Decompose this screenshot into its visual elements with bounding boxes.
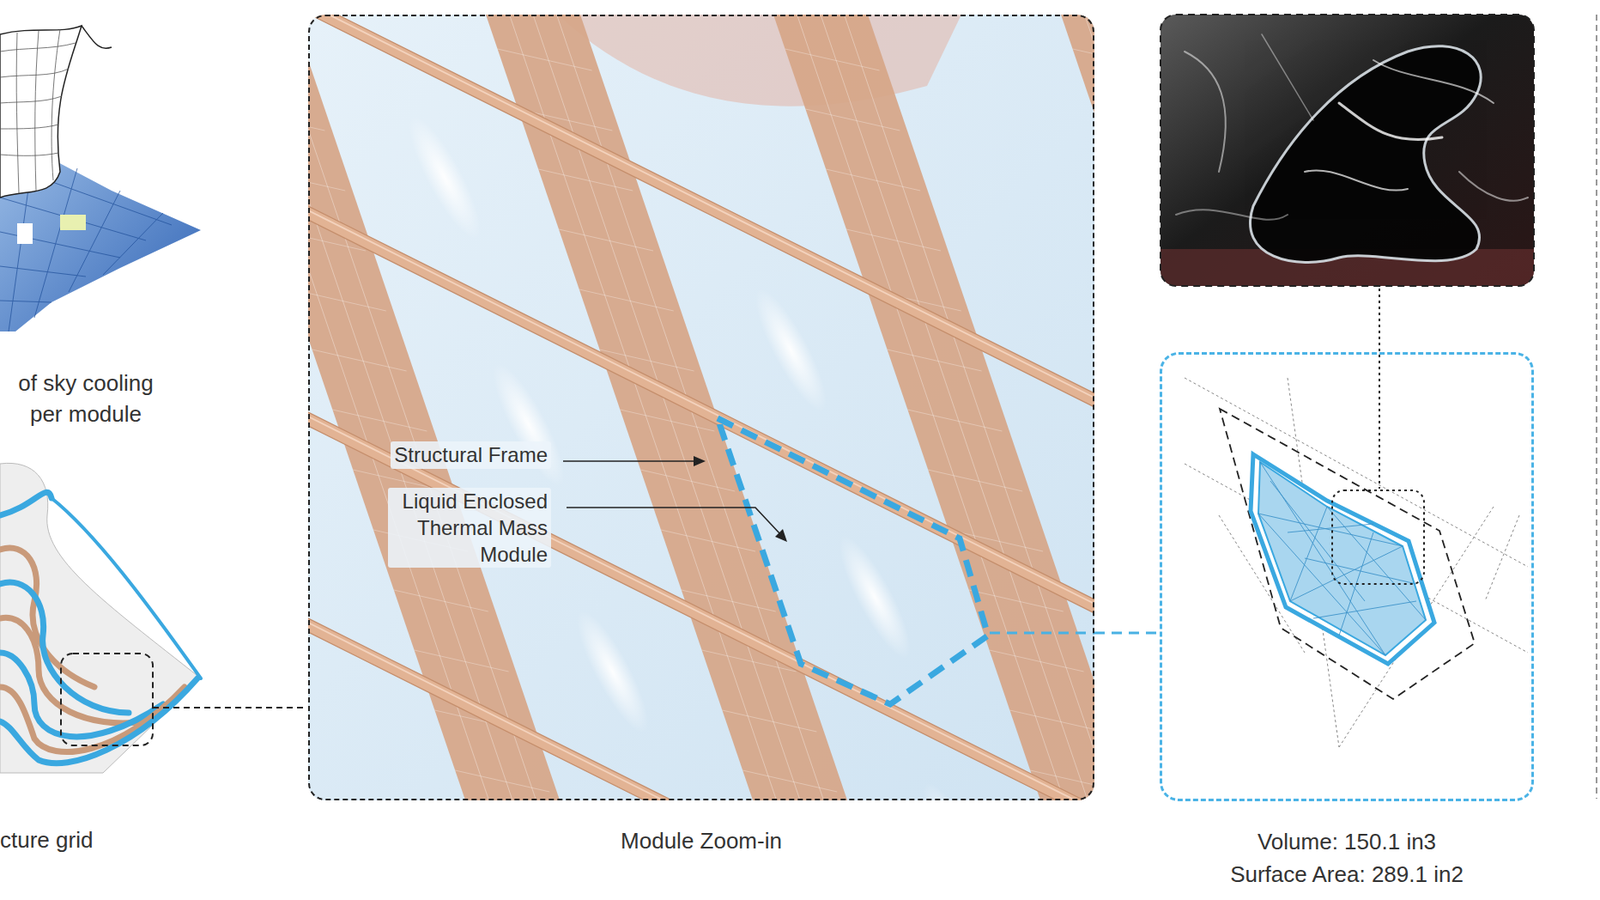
sky-cooling-surface [0,25,201,332]
frame-rod [308,181,1095,642]
panel-edge [1595,14,1598,799]
mesh-line [846,229,941,251]
mesh-line [558,229,654,251]
label-holder: Liquid Enclosed Thermal Mass Module [387,487,552,568]
module-outline [717,418,988,704]
mesh-line [312,349,407,371]
leader-arrows [563,455,788,542]
mesh-line [969,589,1064,612]
mesh-line [742,769,837,792]
mesh-line [640,469,735,491]
mesh-line [414,649,510,672]
glass-highlight [827,527,922,666]
frame-rod [308,14,1095,436]
glass-highlight [397,109,492,247]
mesh-line [1009,709,1095,732]
label-holder: of sky cooling per module [0,367,172,430]
mesh-line [887,349,982,371]
rod-highlight [308,391,1095,801]
mesh-line [393,589,489,612]
measurement-text: Surface Area: 289.1 in2 [1162,857,1532,891]
mesh-line [907,409,1002,431]
glass-highlight [911,775,1007,800]
figure-caption: of sky cooling per module [0,367,172,430]
mesh-line [1072,48,1095,71]
glass-highlight [743,281,838,419]
mesh-line [332,409,427,431]
part-label: Liquid Enclosed Thermal Mass Module [387,487,552,568]
glass-highlight [481,355,576,493]
frame-rod [308,593,1095,801]
zoom-panel: Module Zoom-in [308,14,1095,800]
caption-block: Module Zoom-in [309,824,1093,857]
mesh-line [660,529,756,552]
caption-block: Volume: 150.1 in3Surface Area: 289.1 in2 [1162,824,1532,891]
glass-highlight [564,602,660,740]
rod-highlight [308,185,1095,632]
mesh-line [579,289,674,311]
prototype-photo [1160,14,1534,489]
mesh-line [825,169,921,191]
mesh-line [497,48,593,71]
module-geometry [1184,377,1528,747]
mesh-line [805,109,900,131]
mesh-line [533,14,808,800]
rod-highlight [308,14,1095,426]
figure-caption: cture grid [0,824,93,855]
mesh-line [308,289,387,311]
mesh-line [454,769,550,792]
label-holder: Structural Frame [327,441,552,469]
mesh-line [785,48,880,71]
measurement-text: Volume: 150.1 in3 [1162,824,1532,858]
mesh-line [721,709,817,732]
mesh-line [308,169,346,191]
frame-band [485,14,855,800]
frame-band [1060,14,1095,800]
mesh-line [538,169,633,191]
module-panel: Volume: 150.1 in3Surface Area: 289.1 in2 [1159,351,1534,801]
connector [1094,631,1160,635]
label-holder: cture grid [0,824,172,855]
frame-rod [308,387,1095,801]
structure-grid [0,462,305,773]
mesh-line [927,469,1023,491]
module-link [989,631,1095,635]
part-label: Structural Frame [390,441,552,469]
module-render [308,14,1095,800]
mesh-line [844,14,1096,800]
mesh-line [989,649,1085,672]
mesh-line [820,14,1095,800]
rod-highlight [308,597,1095,801]
mesh-line [308,109,325,131]
panel-caption: Module Zoom-in [309,824,1093,857]
